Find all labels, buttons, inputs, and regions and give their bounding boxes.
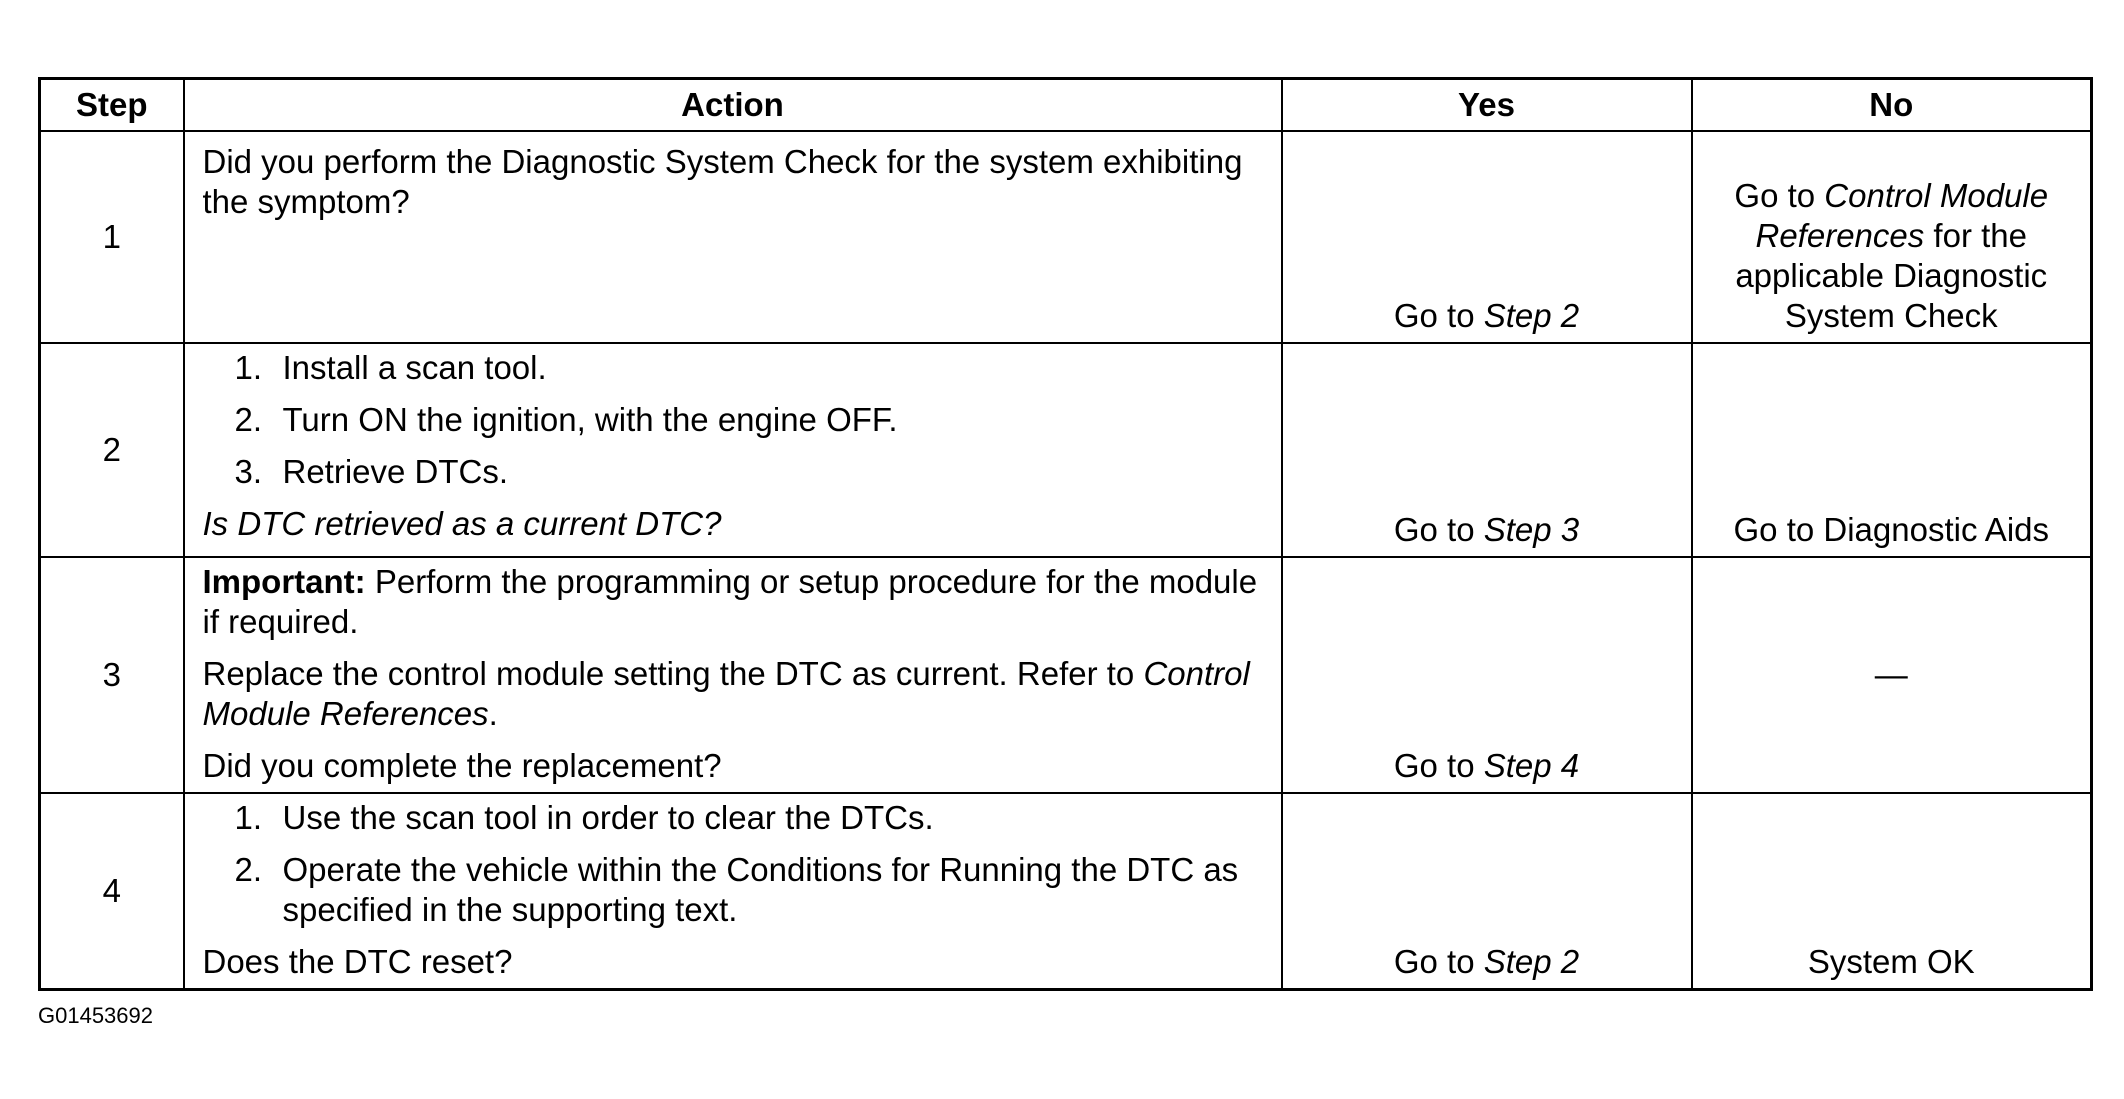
header-row: Step Action Yes No — [38, 77, 2093, 132]
no-cell: Go to Control Module References for the … — [1690, 130, 2093, 344]
action-question: Did you complete the replacement? — [202, 747, 722, 784]
yes-step-link[interactable]: Step 4 — [1483, 747, 1580, 784]
replace-instruction: Replace the control module setting the D… — [203, 654, 1263, 734]
table-row-step-4: 4 1. Use the scan tool in order to clear… — [38, 792, 2093, 991]
table-row-step-1: 1 Did you perform the Diagnostic System … — [38, 130, 2093, 344]
list-item: 2. Operate the vehicle within the Condit… — [235, 850, 1263, 930]
list-item: 2. Turn ON the ignition, with the engine… — [235, 400, 1263, 440]
step-number: 1 — [38, 130, 185, 344]
no-cell: Go to Diagnostic Aids — [1690, 342, 2093, 558]
action-cell: 1. Use the scan tool in order to clear t… — [182, 792, 1283, 991]
header-action: Action — [182, 77, 1283, 132]
yes-cell: Go to Step 2 — [1280, 130, 1693, 344]
list-item-text: Install a scan tool. — [282, 349, 547, 386]
step-number: 4 — [38, 792, 185, 991]
action-cell: Important: Perform the programming or se… — [182, 556, 1283, 794]
replace-reference-link[interactable]: Control Module References — [202, 655, 1250, 732]
table-row-step-3: 3 Important: Perform the programming or … — [38, 556, 2093, 794]
list-item-text: Turn ON the ignition, with the engine OF… — [282, 401, 898, 438]
no-dash: — — [1874, 656, 1908, 693]
no-reference-link[interactable]: Control Module References — [1755, 177, 2049, 254]
action-question: Does the DTC reset? — [202, 943, 513, 980]
yes-cell: Go to Step 4 — [1280, 556, 1693, 794]
list-item-text: Operate the vehicle within the Condition… — [282, 851, 1239, 928]
no-cell: — — [1690, 556, 2093, 794]
step-number: 2 — [38, 342, 185, 558]
important-label: Important: — [202, 563, 366, 600]
table-row-step-2: 2 1. Install a scan tool. 2. Turn ON the… — [38, 342, 2093, 558]
header-step: Step — [38, 77, 185, 132]
yes-prefix: Go to — [1393, 511, 1484, 548]
action-cell: Did you perform the Diagnostic System Ch… — [182, 130, 1283, 344]
important-note: Important: Perform the programming or se… — [203, 562, 1263, 642]
diagnostic-table: Step Action Yes No 1 Did you perform the… — [38, 77, 2093, 991]
list-item: 1. Install a scan tool. — [235, 348, 1263, 388]
yes-prefix: Go to — [1393, 943, 1484, 980]
list-item-text: Retrieve DTCs. — [282, 453, 509, 490]
yes-cell: Go to Step 3 — [1280, 342, 1693, 558]
list-item: 3. Retrieve DTCs. — [235, 452, 1263, 492]
no-suffix: for the applicable Diagnostic System Che… — [1735, 217, 2048, 334]
replace-end: . — [488, 695, 498, 732]
action-cell: 1. Install a scan tool. 2. Turn ON the i… — [182, 342, 1283, 558]
replace-text: Replace the control module setting the D… — [202, 655, 1144, 692]
action-question: Is DTC retrieved as a current DTC? — [202, 505, 722, 542]
yes-cell: Go to Step 2 — [1280, 792, 1693, 991]
yes-step-link[interactable]: Step 2 — [1483, 297, 1580, 334]
action-question: Did you perform the Diagnostic System Ch… — [202, 143, 1243, 220]
header-no: No — [1690, 77, 2093, 132]
list-item-number: 3. — [234, 453, 263, 490]
important-text: Perform the programming or setup procedu… — [202, 563, 1258, 640]
yes-prefix: Go to — [1393, 297, 1484, 334]
list-item-number: 2. — [234, 851, 263, 888]
list-item-text: Use the scan tool in order to clear the … — [282, 799, 934, 836]
list-item-number: 1. — [234, 799, 263, 836]
header-yes: Yes — [1280, 77, 1693, 132]
yes-step-link[interactable]: Step 3 — [1483, 511, 1580, 548]
list-item-number: 2. — [234, 401, 263, 438]
yes-prefix: Go to — [1393, 747, 1484, 784]
no-diagnostic-aids-link[interactable]: Go to Diagnostic Aids — [1733, 511, 2050, 548]
list-item: 1. Use the scan tool in order to clear t… — [235, 798, 1263, 838]
yes-step-link[interactable]: Step 2 — [1483, 943, 1580, 980]
no-cell: System OK — [1690, 792, 2093, 991]
figure-id: G01453692 — [38, 1003, 153, 1028]
step-number: 3 — [38, 556, 185, 794]
no-prefix: Go to — [1734, 177, 1825, 214]
no-result: System OK — [1807, 943, 1975, 980]
list-item-number: 1. — [234, 349, 263, 386]
